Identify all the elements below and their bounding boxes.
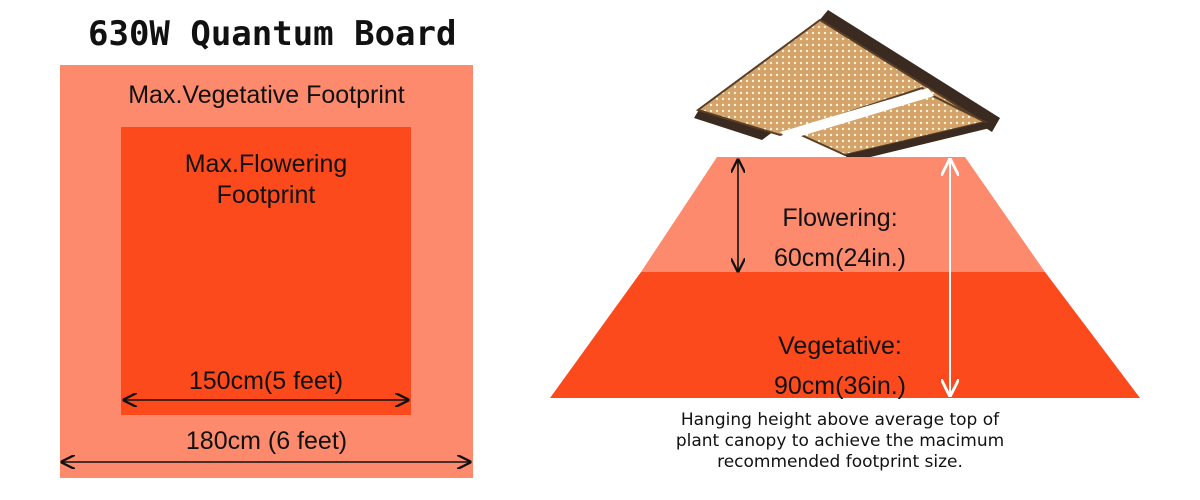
vegetative-height-text: Vegetative: 90cm(36in.) xyxy=(740,326,940,406)
vegetative-width-label: 180cm (6 feet) xyxy=(185,427,348,455)
flowering-height-value: 60cm(24in.) xyxy=(774,244,906,272)
flowering-footprint-label-line2: Footprint xyxy=(216,181,316,210)
flowering-footprint-label: Max.Flowering Footprint xyxy=(121,149,411,212)
flowering-width-label: 150cm(5 feet) xyxy=(188,367,344,395)
flowering-height-label: Flowering: xyxy=(782,204,898,232)
hanging-height-caption: Hanging height above average top of plan… xyxy=(640,410,1040,473)
vegetative-height-label: Vegetative: xyxy=(778,332,902,360)
flowering-height-text: Flowering: 60cm(24in.) xyxy=(740,198,940,278)
caption-line-1: Hanging height above average top of xyxy=(680,410,1000,430)
page-title: 630W Quantum Board xyxy=(88,14,457,54)
vegetative-footprint-label: Max.Vegetative Footprint xyxy=(128,81,405,109)
vegetative-height-zone xyxy=(550,272,1140,398)
caption-line-2: plant canopy to achieve the macimum xyxy=(675,431,1005,451)
quantum-board-lamp xyxy=(694,10,1000,162)
flowering-footprint-label-line1: Max.Flowering xyxy=(184,150,348,178)
vegetative-height-value: 90cm(36in.) xyxy=(774,372,906,400)
caption-line-3: recommended footprint size. xyxy=(717,452,963,472)
flowering-footprint-area xyxy=(121,127,411,415)
